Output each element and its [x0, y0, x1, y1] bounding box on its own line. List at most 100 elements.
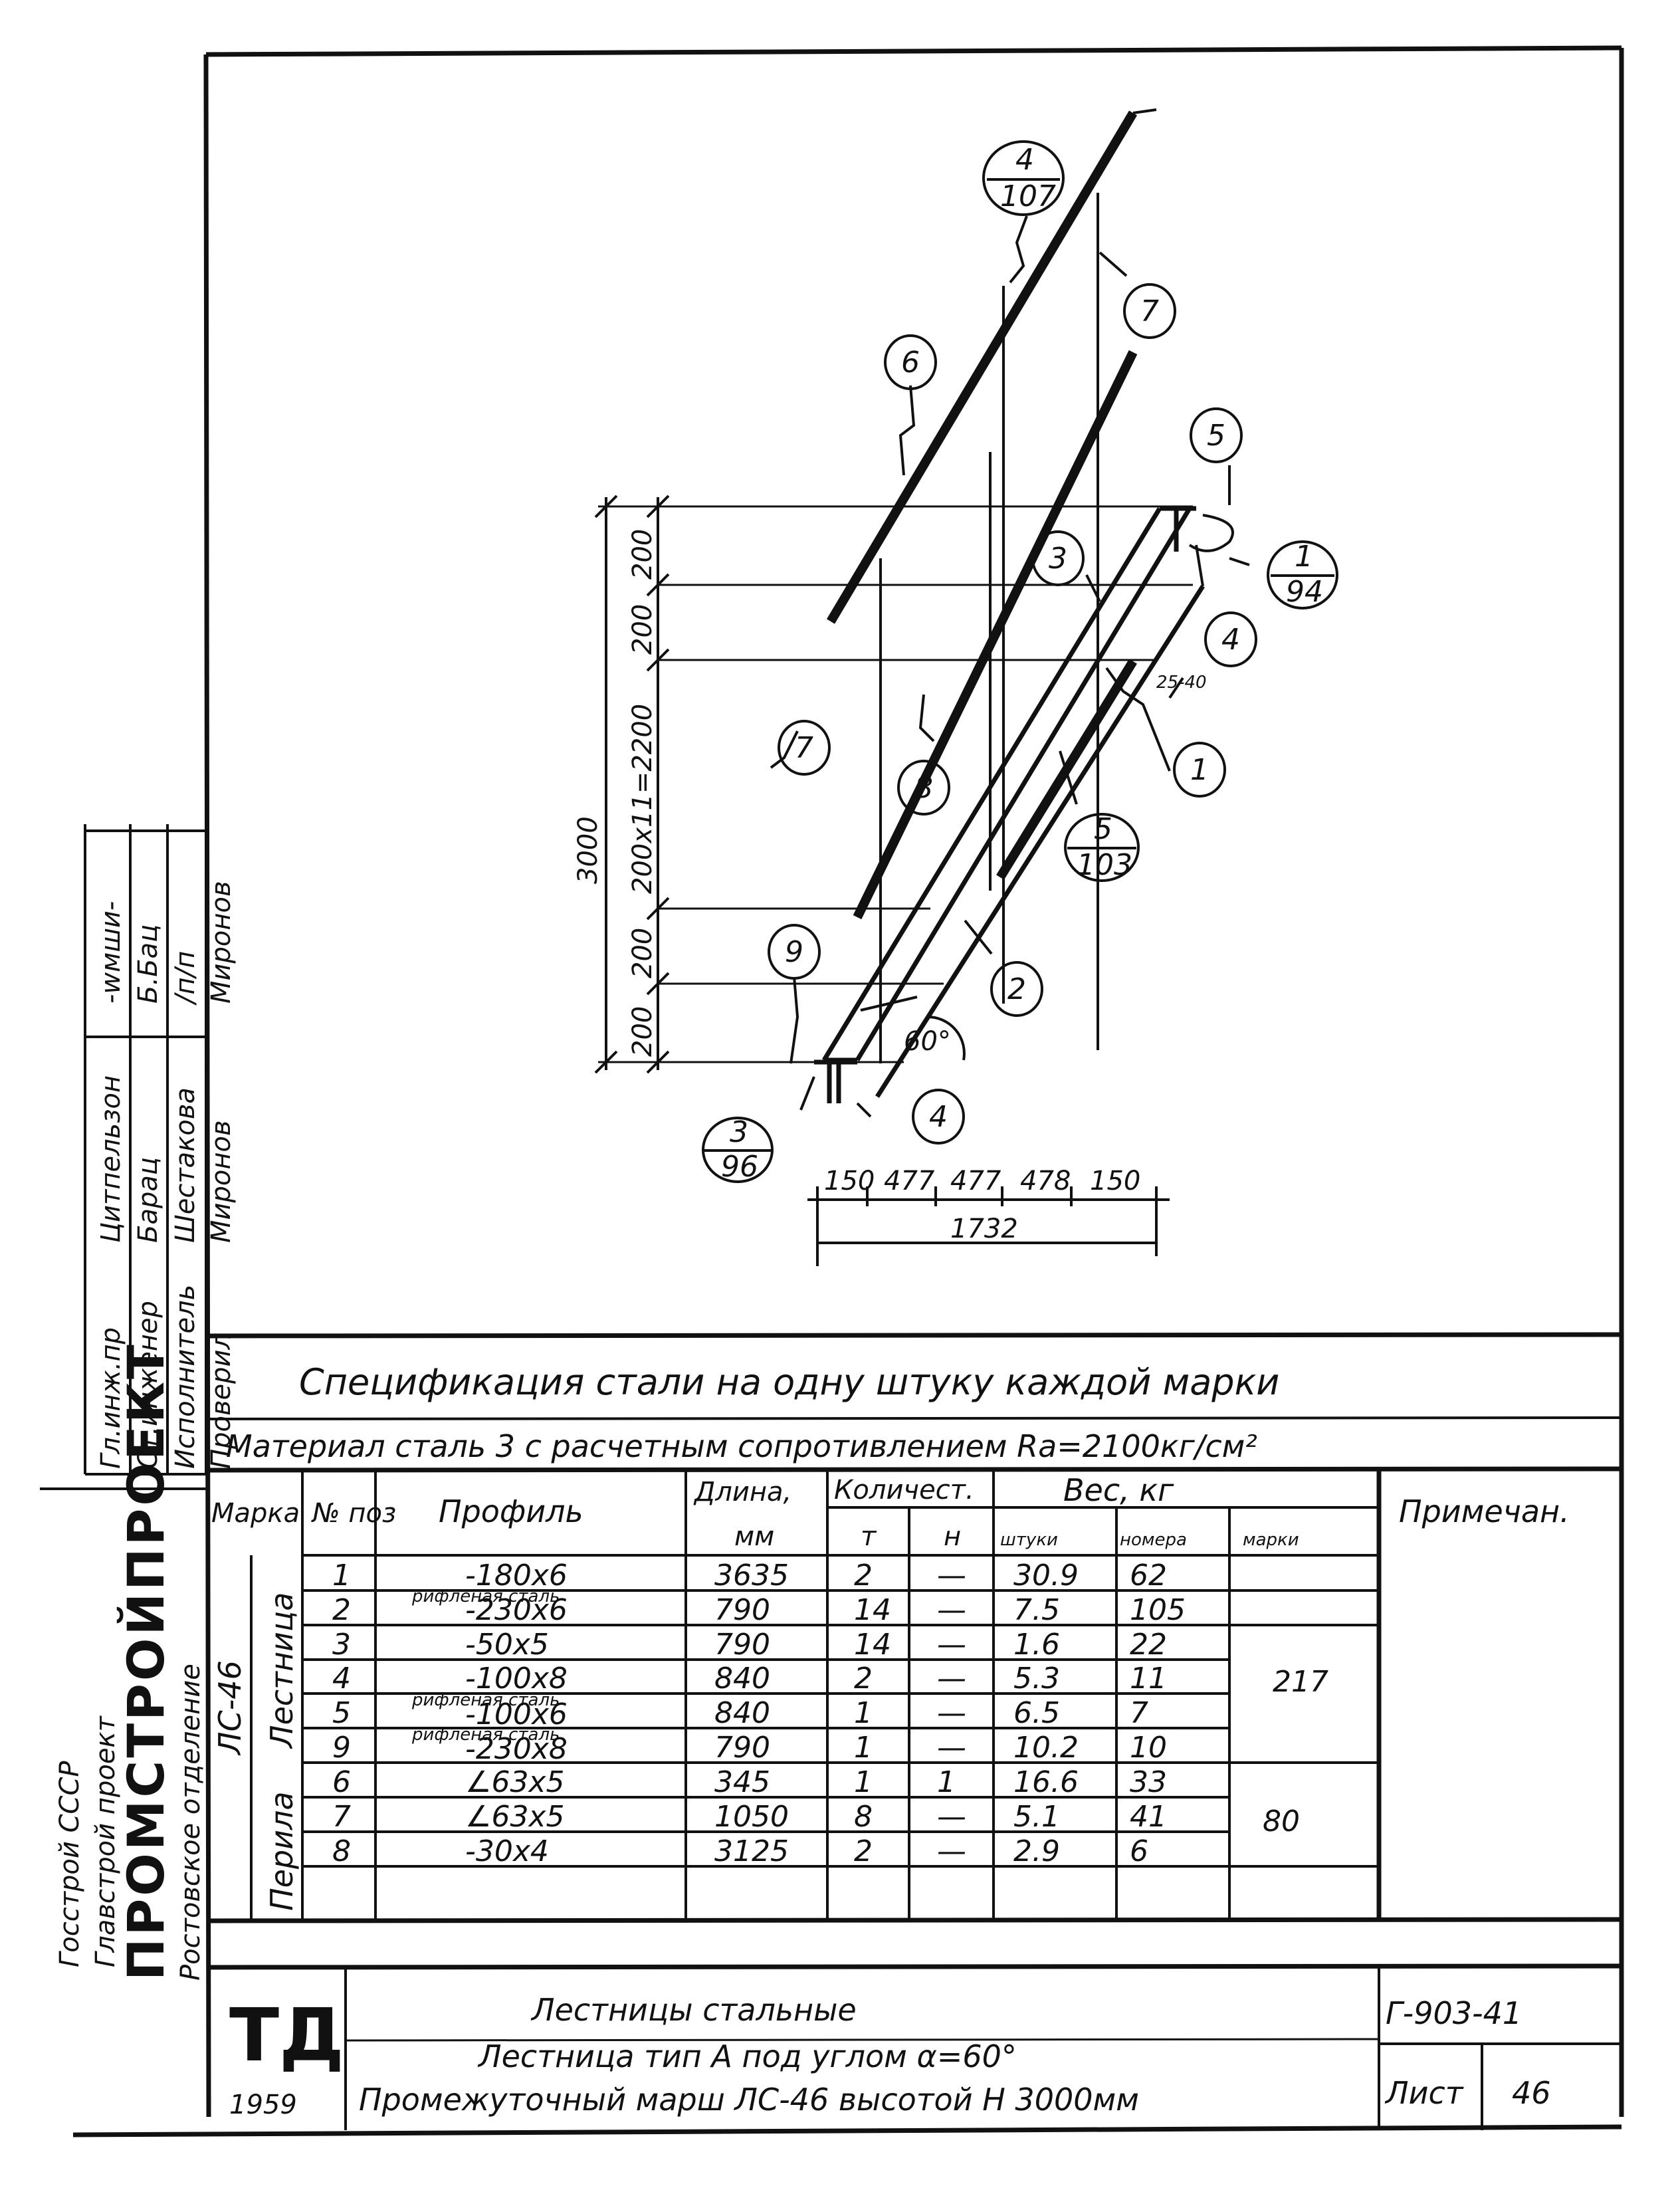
dim-plan-1: 150: [824, 1166, 875, 1196]
vertical-dimension: 3000 200 200 200x11=2200 200 200: [573, 494, 670, 1074]
row1-qty-t: 2: [854, 1559, 873, 1592]
bubble-4-right: 4: [1221, 623, 1240, 657]
row5-profile: -100x6: [465, 1697, 568, 1731]
row8-length: 1050: [714, 1800, 789, 1834]
approval-role-3: Исполнитель: [170, 1285, 201, 1469]
title-line-1: Лестницы стальные: [530, 1992, 857, 2028]
header-note: Примечан.: [1399, 1493, 1570, 1529]
approval-sign-3: /п/п: [170, 951, 201, 1006]
header-profile: Профиль: [439, 1493, 583, 1529]
approval-sign-4: Миронов: [206, 881, 237, 1004]
ref-3-96-den: 96: [721, 1150, 758, 1184]
org-line-3: ПРОМСТРОЙПРОЕКТ: [116, 1342, 175, 1981]
row5-profile-top: рифленая сталь: [411, 1690, 560, 1710]
row6-qty-t: 1: [854, 1731, 873, 1765]
group-railing: Перила: [264, 1791, 300, 1911]
row7-weight-piece: 16.6: [1013, 1765, 1079, 1799]
row6-pos: 9: [332, 1731, 351, 1765]
dim-plan-2: 477: [884, 1166, 935, 1196]
approval-sign-2: Б.Бац: [133, 925, 163, 1004]
year: 1959: [229, 2090, 297, 2120]
row4-qty-n: —: [937, 1662, 966, 1696]
approval-name-4: Миронов: [206, 1120, 237, 1243]
dim-total-width: 1732: [950, 1214, 1018, 1244]
row7-length: 345: [714, 1765, 770, 1799]
dim-total-height: 3000: [573, 816, 603, 884]
row5-pos: 5: [332, 1696, 351, 1730]
header-weight: Вес, кг: [1063, 1472, 1174, 1508]
row9-profile: -30x4: [465, 1834, 549, 1868]
row7-qty-n: 1: [937, 1765, 956, 1799]
row6-length: 790: [714, 1731, 770, 1765]
approval-role-1: Гл.инж.пр: [96, 1327, 126, 1469]
title-block: ТД 1959 Лестницы стальные Лестница тип А…: [229, 1967, 1622, 2130]
ref-4-107-num: 4: [1015, 143, 1034, 177]
header-qty: Количест.: [834, 1475, 974, 1505]
specification-table: Спецификация стали на одну штуку каждой …: [208, 1332, 1622, 1970]
row2-qty-t: 14: [854, 1593, 891, 1627]
row4-pos: 4: [332, 1662, 351, 1696]
group-stair: Лестница: [264, 1592, 300, 1749]
bubble-1: 1: [1190, 753, 1209, 787]
table-row: 4 -100x8 840 2 — 5.3 11: [332, 1662, 1167, 1696]
header-length-unit: мм: [734, 1521, 774, 1552]
table-row: 6 ∠63x5 345 1 1 16.6 33: [332, 1765, 1167, 1799]
header-qty-n: н: [944, 1521, 961, 1552]
stair-drawing: 3000 200 200 200x11=2200 200 200: [573, 108, 1338, 1266]
row6-weight-total: 10: [1130, 1731, 1167, 1765]
row3-weight-piece: 1.6: [1013, 1628, 1060, 1662]
row9-weight-total: 6: [1130, 1834, 1148, 1868]
row1-length: 3635: [714, 1559, 789, 1592]
row5-weight-total: 7: [1130, 1696, 1148, 1730]
table-row: 5 рифленая сталь -100x6 840 1 — 6.5 7: [332, 1690, 1148, 1731]
header-pos: № поз: [311, 1498, 396, 1529]
row4-length: 840: [714, 1662, 770, 1696]
row5-qty-t: 1: [854, 1696, 873, 1730]
row7-weight-total: 33: [1130, 1765, 1167, 1799]
row5-length: 840: [714, 1696, 770, 1730]
row6-qty-n: —: [937, 1731, 966, 1765]
row1-profile: -180x6: [465, 1559, 568, 1592]
row2-weight-piece: 7.5: [1013, 1593, 1060, 1627]
table-row: 1 -180x6 3635 2 — 30.9 62: [332, 1559, 1167, 1592]
org-line-2: Главстрой проект: [90, 1715, 121, 1967]
table-row: 9 рифленая сталь -230x8 790 1 — 10.2 10: [332, 1725, 1167, 1766]
row1-weight-total: 62: [1130, 1559, 1167, 1592]
row2-profile-top: рифленая сталь: [411, 1587, 560, 1606]
dim-seg-middle: 200x11=2200: [627, 704, 658, 894]
title-line-3: Промежуточный марш ЛС-46 высотой Н 3000м…: [359, 2082, 1139, 2118]
row4-weight-piece: 5.3: [1013, 1662, 1060, 1696]
sheet-frame: [72, 45, 1624, 2137]
level-lines: [598, 505, 1193, 1063]
ref-1-94-num: 1: [1295, 540, 1313, 574]
approval-role-4: Проверил: [206, 1333, 237, 1469]
row2-length: 790: [714, 1593, 770, 1627]
header-qty-t: т: [861, 1521, 877, 1552]
dim-plan-4: 478: [1020, 1166, 1071, 1196]
organization-block: Госстрой СССР Главстрой проект ПРОМСТРОЙ…: [54, 1342, 206, 1981]
row9-pos: 8: [332, 1834, 351, 1868]
row3-length: 790: [714, 1628, 770, 1662]
angle-label: 60°: [904, 1026, 951, 1057]
approval-role-2: Ст.инженер: [133, 1301, 163, 1469]
mark-weight-stair: 217: [1273, 1665, 1328, 1699]
row3-qty-n: —: [937, 1628, 966, 1662]
row9-length: 3125: [714, 1834, 789, 1868]
dim-seg-top1: 200: [627, 604, 658, 655]
ref-5-103-num: 5: [1094, 812, 1112, 846]
bubble-7-left: 7: [795, 731, 813, 765]
header-w-mark: марки: [1243, 1530, 1299, 1550]
table-row: 3 -50x5 790 14 — 1.6 22: [332, 1628, 1167, 1662]
approval-sign-1: -wмши-: [96, 901, 126, 1004]
position-bubbles: 6 7 5 3 4 1 7 8 9 2 4: [768, 283, 1257, 1145]
row2-pos: 2: [332, 1593, 351, 1627]
mark-name: ЛС-46: [212, 1660, 248, 1756]
approvals-block: Гл.инж.пр Цитпельзон -wмши- Ст.инженер Б…: [40, 824, 237, 1490]
row8-weight-piece: 5.1: [1013, 1800, 1060, 1834]
dim-seg-bottom2: 200: [627, 928, 658, 978]
row2-profile: -230x6: [465, 1593, 568, 1627]
ref-5-103-den: 103: [1077, 848, 1132, 882]
ref-3-96-num: 3: [730, 1115, 748, 1149]
row8-profile: ∠63x5: [465, 1800, 564, 1834]
